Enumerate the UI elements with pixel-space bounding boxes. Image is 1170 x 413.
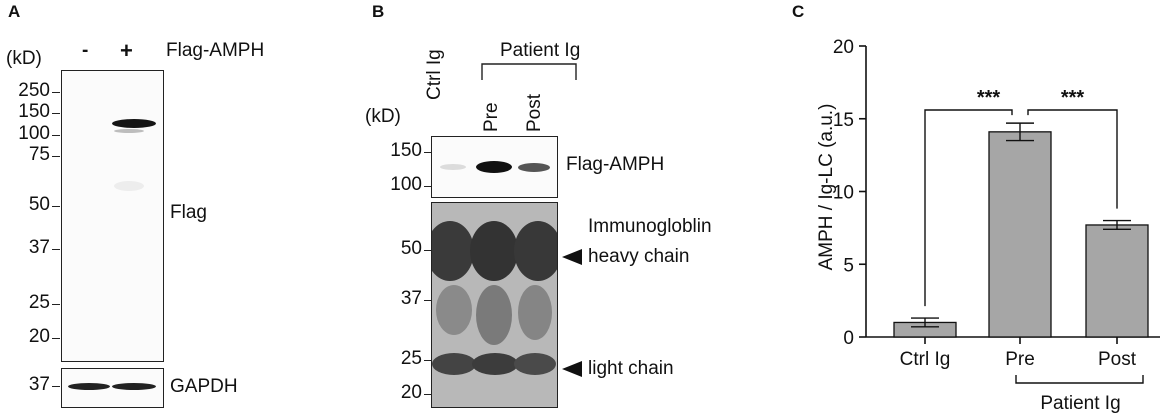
lc-band-ctrl: [432, 353, 476, 375]
gapdh-label: GAPDH: [170, 376, 238, 397]
marker-b-25: 25: [400, 348, 422, 369]
x-tick-label: Post: [1098, 349, 1137, 370]
tick-37: [52, 249, 60, 251]
gapdh-band-2: [112, 383, 156, 390]
x-tick-label: Pre: [1005, 349, 1035, 370]
patient-ig-group-label: Patient Ig: [1040, 393, 1120, 413]
panel-a-kd-label: (kD): [6, 48, 42, 69]
tick-100: [52, 135, 60, 137]
hc-band-post: [514, 221, 557, 281]
significance-label: ***: [1061, 87, 1085, 109]
tick-b-150: [424, 152, 432, 154]
significance-bracket: [1027, 109, 1118, 209]
panel-a-letter: A: [8, 2, 21, 21]
tick-b-100: [424, 186, 432, 188]
band-shadow: [114, 129, 144, 133]
pre-band: [476, 161, 512, 173]
tick-75: [52, 156, 60, 158]
bar: [1085, 224, 1149, 338]
tick-150: [52, 113, 60, 115]
y-tick-label: 0: [843, 328, 854, 349]
ig-label: Immunogloblin: [588, 216, 712, 237]
arrowhead-light-icon: [562, 361, 582, 377]
marker-b-150: 150: [390, 140, 422, 161]
bar: [988, 131, 1052, 338]
lc-band-pre: [472, 353, 518, 375]
panel-b-kd-label: (kD): [365, 106, 401, 127]
smear-post: [518, 285, 552, 340]
tick-b-50: [424, 250, 432, 252]
significance-bracket: [924, 109, 1013, 307]
significance-label: ***: [977, 87, 1001, 109]
marker-37-lower: 37: [28, 374, 50, 395]
arrowhead-heavy-icon: [562, 249, 582, 265]
ig-blot: [431, 202, 558, 408]
marker-25: 25: [28, 292, 50, 313]
marker-100: 100: [18, 123, 50, 144]
light-chain-label: light chain: [588, 358, 674, 379]
marker-75: 75: [28, 144, 50, 165]
post-band: [518, 163, 550, 172]
patient-ig-bracket: [481, 63, 577, 80]
tick-b-37: [424, 300, 432, 302]
tick-37-lower: [52, 386, 60, 388]
lane-label-minus: -: [82, 40, 89, 61]
flag-blot: [61, 70, 164, 362]
tick-20: [52, 338, 60, 340]
faint-band: [114, 181, 144, 191]
marker-b-100: 100: [390, 174, 422, 195]
y-tick-label: 15: [833, 110, 854, 131]
hc-band-ctrl: [432, 221, 474, 281]
lane-label-plus: +: [120, 38, 133, 63]
marker-250: 250: [18, 80, 50, 101]
flag-amph-label: Flag-AMPH: [566, 154, 665, 175]
marker-150: 150: [18, 101, 50, 122]
tick-250: [52, 92, 60, 94]
y-tick-label: 5: [843, 255, 854, 276]
marker-20: 20: [28, 326, 50, 347]
panel-b-letter: B: [372, 2, 385, 21]
patient-ig-label: Patient Ig: [500, 40, 581, 61]
marker-37: 37: [28, 237, 50, 258]
gapdh-band-1: [68, 383, 110, 390]
hc-band-pre: [470, 221, 518, 281]
construct-label: Flag-AMPH: [166, 40, 265, 61]
marker-50: 50: [28, 194, 50, 215]
flag-label: Flag: [170, 202, 207, 223]
y-tick-label: 20: [833, 37, 854, 58]
marker-b-50: 50: [400, 238, 422, 259]
marker-b-37: 37: [400, 288, 422, 309]
patient-ig-group-bracket: [1015, 375, 1144, 384]
x-tick-label: Ctrl Ig: [900, 349, 951, 370]
smear-ctrl: [436, 285, 472, 335]
y-axis-label: AMPH / Ig-LC (a.u.): [816, 104, 837, 271]
tick-b-25: [424, 360, 432, 362]
ctrl-band: [440, 164, 466, 170]
panel-c-letter: C: [792, 2, 805, 21]
y-tick-label: 10: [833, 183, 854, 204]
heavy-chain-label: heavy chain: [588, 246, 690, 267]
lc-band-post: [514, 353, 556, 375]
tick-25: [52, 304, 60, 306]
gapdh-blot: [61, 368, 164, 408]
tick-b-20: [424, 394, 432, 396]
tick-50: [52, 206, 60, 208]
marker-b-20: 20: [400, 382, 422, 403]
flag-amph-band: [112, 119, 156, 128]
flag-amph-blot: [431, 136, 558, 198]
smear-pre: [476, 285, 512, 345]
